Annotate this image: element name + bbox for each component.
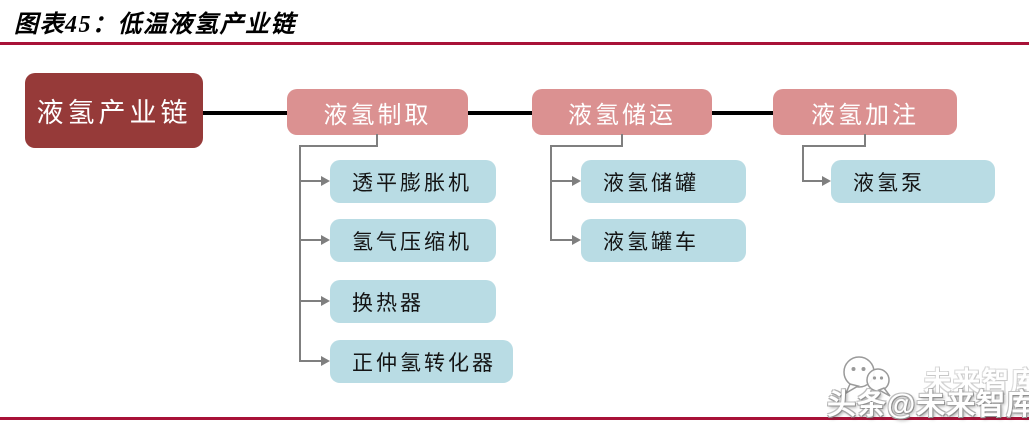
branch-node-production: 液氢制取 <box>287 89 468 135</box>
arrowhead-icon <box>321 176 330 186</box>
branch-elbow-connector <box>299 145 378 147</box>
leaf-connector <box>550 239 573 241</box>
branch-node-refueling: 液氢加注 <box>773 89 957 135</box>
leaf-node-ortho-para-converter: 正仲氢转化器 <box>330 340 513 383</box>
branch-spine-connector <box>299 145 301 362</box>
leaf-node-heat-exchanger: 换热器 <box>330 280 496 323</box>
branch-elbow-connector <box>802 145 866 147</box>
watermark-brand-text: 未来智库 <box>924 367 1029 397</box>
arrowhead-icon <box>572 176 581 186</box>
leaf-node-lh2-storage-tank: 液氢储罐 <box>581 160 746 203</box>
branch-drop-connector <box>621 134 623 147</box>
branch-spine-connector <box>802 145 804 182</box>
arrowhead-icon <box>572 235 581 245</box>
branch-elbow-connector <box>550 145 623 147</box>
arrowhead-icon <box>822 176 831 186</box>
bottom-rule <box>0 417 1029 420</box>
leaf-node-lh2-pump: 液氢泵 <box>831 160 995 203</box>
arrowhead-icon <box>321 296 330 306</box>
watermark-handle-text: 头条@未来智库 <box>827 389 1029 421</box>
trunk-connector <box>712 111 773 115</box>
leaf-node-hydrogen-compressor: 氢气压缩机 <box>330 219 496 262</box>
leaf-connector <box>299 180 322 182</box>
leaf-connector <box>299 360 322 362</box>
trunk-connector <box>203 111 287 115</box>
branch-spine-connector <box>550 145 552 241</box>
chat-bubbles-icon <box>843 356 891 397</box>
figure-title: 图表45：低温液氢产业链 <box>14 12 296 38</box>
leaf-connector <box>299 300 322 302</box>
arrowhead-icon <box>321 235 330 245</box>
arrowhead-icon <box>321 356 330 366</box>
title-underline-rule <box>0 42 1029 45</box>
leaf-node-turbo-expander: 透平膨胀机 <box>330 160 496 203</box>
leaf-connector <box>802 180 825 182</box>
root-node-industry-chain: 液氢产业链 <box>25 73 203 148</box>
leaf-node-lh2-tanker-truck: 液氢罐车 <box>581 219 746 262</box>
branch-node-storage-transport: 液氢储运 <box>532 89 712 135</box>
leaf-connector <box>550 180 573 182</box>
branch-drop-connector <box>376 134 378 147</box>
leaf-connector <box>299 239 322 241</box>
trunk-connector <box>468 111 532 115</box>
branch-drop-connector <box>864 134 866 147</box>
